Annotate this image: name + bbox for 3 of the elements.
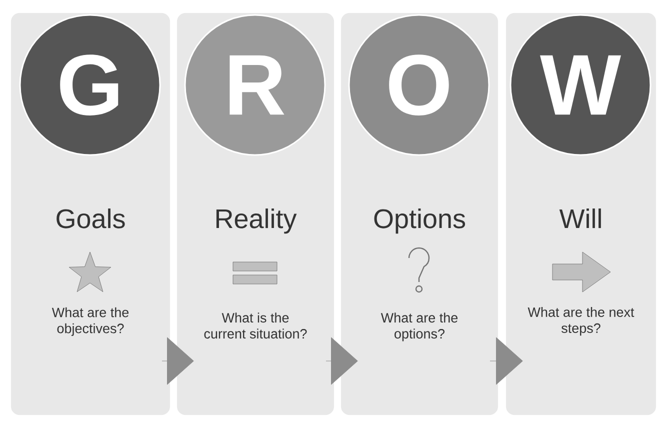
chevron-arrow bbox=[326, 337, 358, 385]
chevron-arrow bbox=[162, 337, 194, 385]
chevron-arrow bbox=[490, 337, 523, 385]
